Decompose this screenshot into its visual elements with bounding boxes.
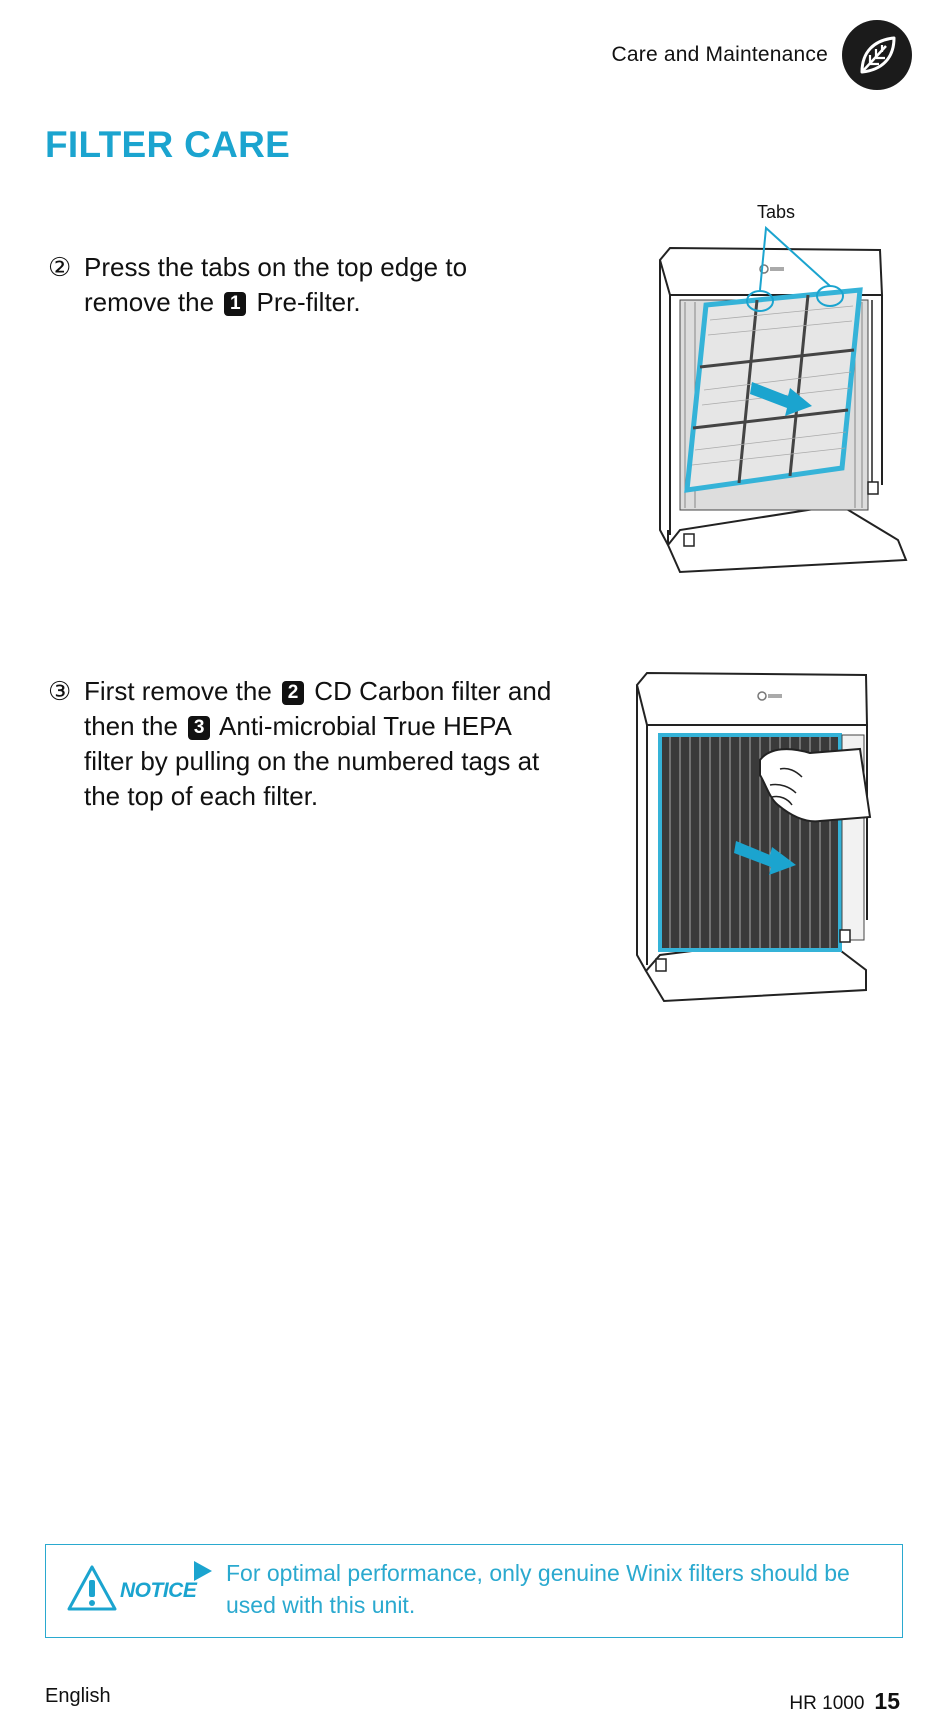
step-3-instruction: ③ First remove the 2 CD Carbon filter an… [48, 674, 578, 814]
play-arrow-icon [194, 1561, 212, 1581]
step-line: the top of each filter. [84, 779, 578, 814]
filter-number-badge: 3 [188, 716, 211, 740]
step-text: Anti-microbial True HEPA [219, 711, 512, 741]
notice-label: NOTICE [120, 1579, 197, 1602]
hepa-filter-removal-illustration [620, 665, 920, 1015]
model-name: HR 1000 [789, 1693, 865, 1714]
step-line: remove the 1 Pre-filter. [84, 285, 578, 320]
warning-icon [66, 1563, 118, 1618]
step-text: Pre-filter. [256, 287, 361, 317]
step-text: filter by pulling on the numbered tags a… [84, 746, 540, 776]
notice-text: For optimal performance, only genuine Wi… [226, 1560, 850, 1618]
filter-number-badge: 2 [282, 681, 305, 705]
step-line: filter by pulling on the numbered tags a… [84, 744, 578, 779]
prefilter-removal-illustration: Tabs [640, 200, 920, 580]
section-title: Care and Maintenance [611, 43, 828, 66]
step-text: CD Carbon filter and [314, 676, 552, 706]
step-text: remove the [84, 287, 215, 317]
footer-page-info: HR 1000 15 [789, 1688, 900, 1715]
step-2-instruction: ② Press the tabs on the top edge to remo… [48, 250, 578, 320]
step-line: then the 3 Anti-microbial True HEPA [84, 709, 578, 744]
page-number: 15 [874, 1688, 900, 1714]
page-title: FILTER CARE [45, 124, 291, 165]
footer-language: English [45, 1685, 111, 1707]
step-number: ② [48, 252, 72, 282]
tabs-callout-label: Tabs [757, 202, 795, 222]
section-header: Care and Maintenance [612, 20, 912, 90]
step-text: then the [84, 711, 178, 741]
notice-box: NOTICE For optimal performance, only gen… [45, 1544, 903, 1638]
step-text: Press the tabs on the top edge to [84, 252, 468, 282]
leaf-icon [842, 20, 912, 90]
step-number: ③ [48, 676, 72, 706]
step-text: First remove the [84, 676, 272, 706]
step-text: the top of each filter. [84, 781, 319, 811]
step-line: Press the tabs on the top edge to [84, 250, 578, 285]
step-line: First remove the 2 CD Carbon filter and [84, 674, 578, 709]
filter-number-badge: 1 [224, 292, 247, 316]
